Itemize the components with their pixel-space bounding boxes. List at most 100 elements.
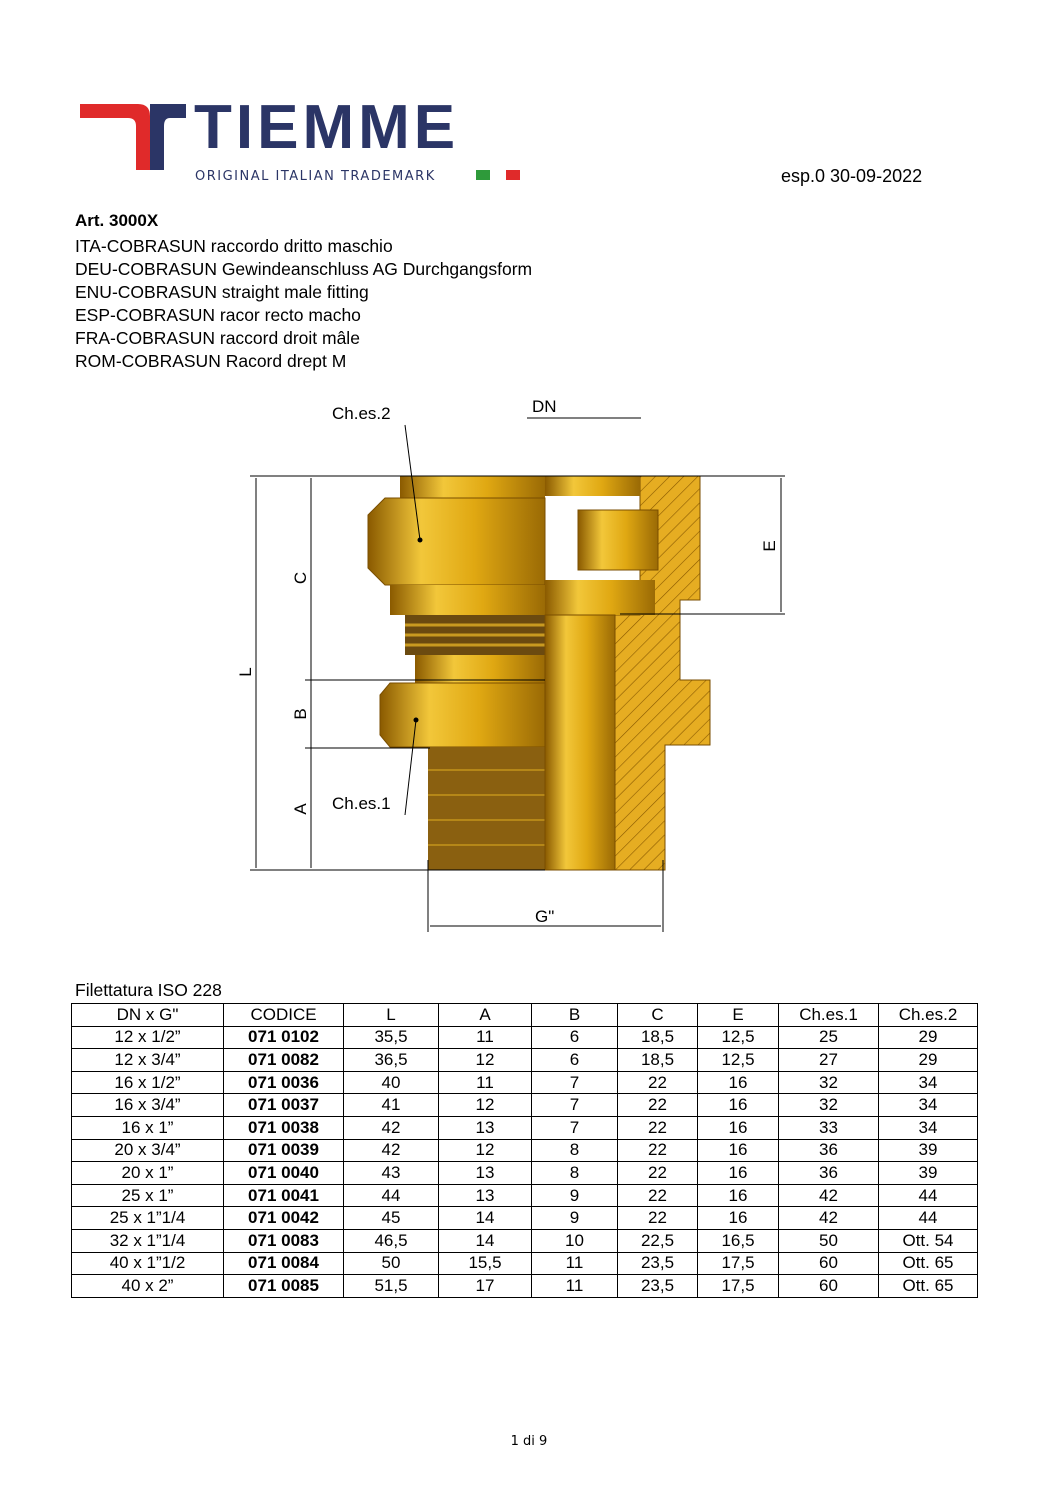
label-l: L [236,667,255,676]
table-cell: 17,5 [697,1251,779,1276]
table-cell: 16 [697,1183,779,1208]
table-cell: 46,5 [343,1228,439,1253]
label-e: E [760,540,779,551]
table-cell: 36,5 [343,1048,439,1072]
table-cell: 36 [778,1138,879,1163]
table-cell: 6 [531,1048,618,1072]
table-cell: 14 [438,1206,532,1230]
table-cell: 9 [531,1206,618,1230]
table-cell: 071 0084 [223,1251,344,1276]
table-cell: 13 [438,1115,532,1140]
table-cell: 25 x 1”1/4 [71,1206,224,1230]
table-cell: 7 [531,1115,618,1140]
table-cell: 35,5 [343,1025,439,1050]
table-cell: 22,5 [617,1228,698,1253]
table-cell: 11 [531,1274,618,1298]
table-cell: 10 [531,1228,618,1253]
table-cell: 27 [778,1048,879,1072]
table-cell: 23,5 [617,1274,698,1298]
table-cell: 071 0042 [223,1206,344,1230]
table-cell: 32 [778,1070,879,1095]
table-cell: 40 [343,1070,439,1095]
table-cell: 071 0036 [223,1070,344,1095]
table-cell: Ott. 54 [878,1228,978,1253]
description-fra: FRA-COBRASUN raccord droit mâle [75,328,360,348]
table-cell: 22 [617,1070,698,1095]
column-header: C [617,1003,698,1027]
table-cell: 25 [778,1025,879,1050]
table-cell: 16 [697,1070,779,1095]
table-cell: 43 [343,1161,439,1185]
table-cell: 42 [778,1183,879,1208]
table-cell: Ott. 65 [878,1251,978,1276]
table-cell: 34 [878,1115,978,1140]
table-cell: 16 [697,1093,779,1117]
table-cell: 12 [438,1048,532,1072]
description-rom: ROM-COBRASUN Racord drept M [75,351,347,371]
table-cell: 42 [778,1206,879,1230]
table-cell: 33 [778,1115,879,1140]
table-cell: 51,5 [343,1274,439,1298]
table-cell: 8 [531,1161,618,1185]
table-cell: 32 [778,1093,879,1117]
table-cell: 22 [617,1183,698,1208]
table-cell: 17,5 [697,1274,779,1298]
table-cell: 14 [438,1228,532,1253]
table-cell: 12 x 1/2” [71,1025,224,1050]
table-cell: Ott. 65 [878,1274,978,1298]
table-cell: 41 [343,1093,439,1117]
table-cell: 16 x 3/4” [71,1093,224,1117]
table-cell: 071 0037 [223,1093,344,1117]
table-cell: 36 [778,1161,879,1185]
table-cell: 42 [343,1115,439,1140]
tiemme-logo: TIEMME ORIGINAL ITALIAN TRADEMARK [80,96,520,184]
table-cell: 25 x 1” [71,1183,224,1208]
flag-green-square [476,170,490,180]
table-cell: 39 [878,1161,978,1185]
table-cell: 22 [617,1161,698,1185]
column-header: A [438,1003,532,1027]
table-cell: 8 [531,1138,618,1163]
table-cell: 20 x 3/4” [71,1138,224,1163]
table-cell: 071 0038 [223,1115,344,1140]
description-ita: ITA-COBRASUN raccordo dritto maschio [75,236,393,256]
table-cell: 44 [878,1183,978,1208]
table-cell: 12,5 [697,1025,779,1050]
table-cell: 18,5 [617,1048,698,1072]
table-caption: Filettatura ISO 228 [75,980,222,1000]
table-cell: 22 [617,1206,698,1230]
revision-date: esp.0 30-09-2022 [781,166,923,186]
table-cell: 6 [531,1025,618,1050]
table-cell: 071 0083 [223,1228,344,1253]
table-cell: 22 [617,1093,698,1117]
column-header: DN x G" [71,1003,224,1027]
table-cell: 42 [343,1138,439,1163]
article-title: Art. 3000X [75,211,159,230]
table-cell: 50 [343,1251,439,1276]
table-cell: 44 [878,1206,978,1230]
table-cell: 60 [778,1251,879,1276]
table-cell: 23,5 [617,1251,698,1276]
table-cell: 071 0041 [223,1183,344,1208]
description-esp: ESP-COBRASUN racor recto macho [75,305,361,325]
table-cell: 071 0040 [223,1161,344,1185]
column-header: E [697,1003,779,1027]
column-header: B [531,1003,618,1027]
column-header: CODICE [223,1003,344,1027]
page-number: 1 di 9 [510,1434,548,1449]
table-cell: 071 0039 [223,1138,344,1163]
table-cell: 071 0085 [223,1274,344,1298]
table-cell: 12,5 [697,1048,779,1072]
table-cell: 29 [878,1025,978,1050]
brand-wordmark: TIEMME [194,96,459,162]
table-cell: 39 [878,1138,978,1163]
